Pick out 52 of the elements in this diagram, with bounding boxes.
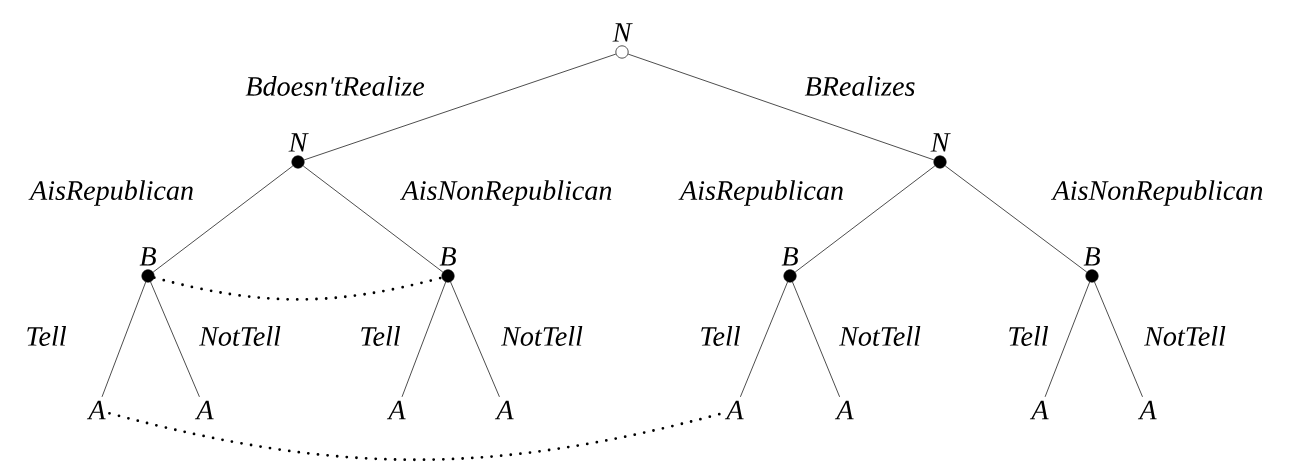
branch-line [1044,281,1090,398]
branch-line [1094,281,1143,398]
terminal-label: A [1029,400,1049,420]
branch-line [302,165,444,273]
decision-node: B [1083,247,1100,283]
edge-label: Tell [27,326,66,346]
edge-label: NotTell [500,326,583,346]
node-label: N [612,23,633,42]
branch-line [150,281,200,398]
branch-line [794,165,936,273]
edge-label: AisRepublican [28,180,193,206]
branch-line [450,281,500,398]
node-label: N [930,133,951,152]
terminal-label: A [724,400,744,420]
edge-label: NotTell [1143,326,1226,346]
decision-node: B [139,247,156,283]
edge-label: Tell [1009,326,1048,346]
node-label: B [781,247,798,266]
decision-node: B [781,247,798,283]
terminal-label: A [834,400,854,420]
terminal-label: A [86,400,106,420]
information-set-line [108,411,724,462]
edge-label: Bdoesn'tRealize [245,76,425,96]
terminal-label: A [386,400,406,420]
edge-label: AisRepublican [678,180,843,206]
decision-node: B [439,247,456,283]
edge-label: BRealizes [804,76,915,96]
decision-node: N [288,133,309,169]
terminal-label: A [494,400,514,420]
decision-node: N [930,133,951,169]
edge-label: NotTell [838,326,921,346]
terminal-label: A [194,400,214,420]
branch-line [740,281,788,398]
edge-label: Tell [361,326,400,346]
edge-label: AisNonRepublican [1051,180,1263,206]
branch-line [152,165,294,273]
branch-line [944,165,1088,273]
chance-node: N [612,23,633,59]
edge-label: AisNonRepublican [400,180,612,206]
node-label: B [439,247,456,266]
branch-line [101,281,147,398]
branch-line [792,281,840,398]
edge-label: NotTell [198,326,281,346]
node-label: B [1083,247,1100,266]
branch-line [627,53,935,161]
branch-line [303,53,617,161]
edge-label: Tell [701,326,740,346]
information-set-line [152,276,444,301]
terminal-label: A [1137,400,1157,420]
branch-line [401,281,447,398]
node-label: B [139,247,156,266]
node-label: N [288,133,309,152]
